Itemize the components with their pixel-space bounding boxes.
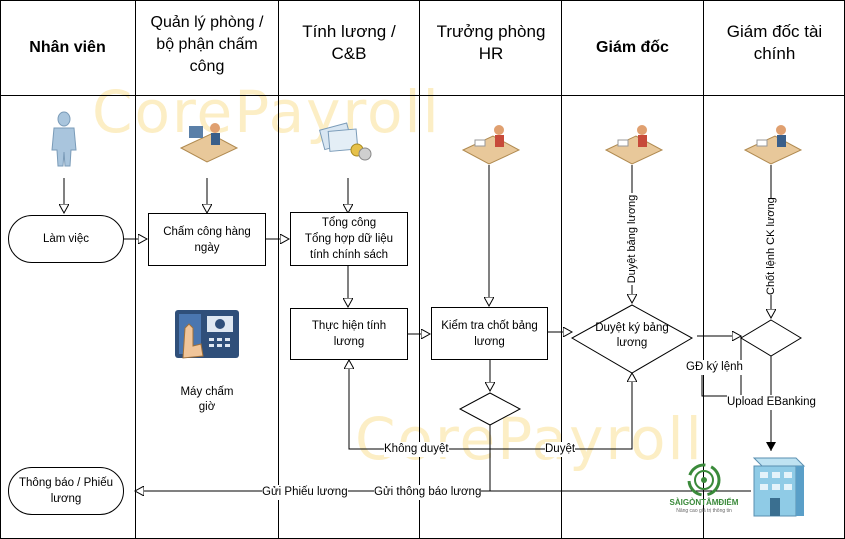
lane-header-hr: Trưởng phòng HR [436, 22, 546, 63]
lane-header-cfo: Giám đốc tài chính [726, 22, 823, 63]
decision-cfo [740, 319, 802, 357]
node-thong-bao: Thông báo / Phiếu lương [8, 467, 124, 515]
logo-tagline: Nâng cao giá trị thông tin [676, 508, 732, 514]
cfo-worker-icon [743, 125, 803, 165]
lane-header-director: Giám đốc [596, 39, 669, 56]
lane-header-employee: Nhân viên [29, 39, 106, 56]
lane-header-manager: Quản lý phòng / bộ phận chấm công [150, 14, 264, 75]
watermark-bottom: CorePayroll [355, 405, 704, 473]
label-may-cham-gio: Máy chấm giờ [180, 386, 234, 413]
bank-building-icon [752, 457, 806, 517]
edge-label-duyet: Duyệt [545, 442, 576, 457]
decision-kiem-tra [458, 392, 522, 426]
director-worker-icon [604, 125, 664, 165]
hr-worker-icon [461, 125, 521, 165]
node-lam-viec: Làm việc [8, 215, 124, 263]
logo-name: SÀIGÒNTÂMĐIỂM [669, 498, 739, 507]
manager-worker-icon [179, 123, 239, 163]
node-cham-cong: Chấm công hàng ngày [148, 213, 266, 266]
payroll-documents-icon [318, 122, 372, 161]
edge-label-duyet-bang-luong: Duyệt bảng lương [626, 193, 638, 285]
edge-label-khong-duyet: Không duyệt [384, 442, 449, 457]
lane-header-payroll: Tính lương / C&B [302, 22, 396, 63]
edge-label-gd-ky-lenh: GĐ ký lệnh [686, 360, 743, 375]
watermark-top: CorePayroll [92, 78, 441, 146]
edge-label-gui-phieu: Gửi Phiếu lương [262, 485, 348, 500]
employee-icon [51, 111, 77, 167]
decision-duyet-ky [570, 304, 694, 374]
saigontamdiem-logo [687, 463, 721, 497]
edge-label-chot-lenh-ck: Chốt lệnh CK lương [765, 197, 777, 295]
time-clock-icon [175, 310, 239, 359]
node-kiem-tra: Kiểm tra chốt bảng lương [431, 307, 548, 360]
node-thuc-hien: Thực hiện tính lương [290, 308, 408, 360]
node-duyet-ky: Duyệt ký bảng lương [595, 322, 669, 349]
edge-label-upload: Upload EBanking [727, 395, 816, 410]
edge-label-gui-thong-bao: Gửi thông báo lương [374, 485, 482, 500]
node-tong-cong: Tổng công Tổng hợp dữ liệu tính chính sá… [290, 212, 408, 266]
